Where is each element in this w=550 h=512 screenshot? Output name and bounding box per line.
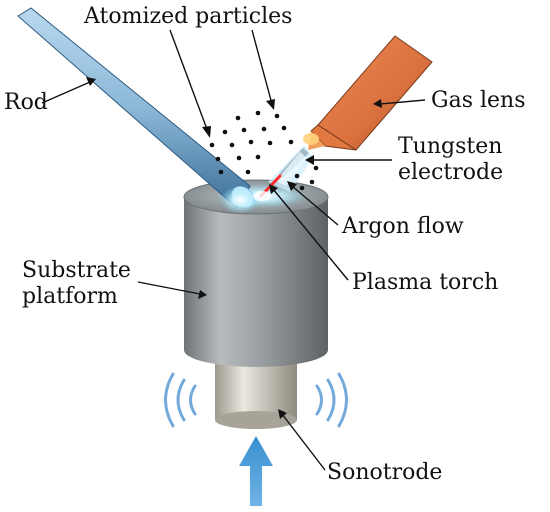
ultrasound-arrow-up	[239, 436, 273, 506]
vibration-waves-left	[164, 372, 197, 428]
gas-lens	[303, 35, 433, 151]
leader-sonotrode	[281, 413, 326, 471]
arrowhead-tungsten	[305, 155, 314, 165]
leader-atomized-right	[251, 29, 273, 105]
argon-flow	[268, 145, 313, 192]
leader-atomized-left	[169, 29, 209, 133]
atomized-particles	[209, 110, 319, 191]
leader-substrate	[137, 281, 201, 295]
arrowhead-gas-lens	[373, 99, 382, 108]
arrowhead-substrate	[198, 290, 207, 299]
arrowhead-atomized-left	[202, 126, 211, 138]
label-atomized-particles: Atomized particles	[84, 4, 293, 29]
arrowhead-plasma-torch	[269, 184, 278, 194]
label-argon-flow: Argon flow	[342, 214, 464, 239]
leader-plasma-torch	[272, 188, 349, 281]
label-rod: Rod	[4, 90, 48, 115]
leader-argon-flow	[291, 185, 339, 226]
label-sonotrode: Sonotrode	[327, 460, 443, 485]
arrowhead-atomized-right	[266, 99, 275, 110]
label-substrate-platform: Substrate platform	[22, 258, 131, 310]
vibration-waves-right	[315, 372, 348, 428]
rod	[17, 7, 260, 214]
arrowhead-sonotrode	[278, 409, 287, 419]
label-substrate-line1: Substrate	[22, 258, 131, 283]
label-substrate-line2: platform	[22, 284, 118, 309]
sonotrode	[215, 362, 297, 429]
leader-gas-lens	[379, 99, 426, 105]
label-tungsten-line1: Tungsten	[398, 134, 503, 159]
label-tungsten-electrode: Tungsten electrode	[398, 134, 503, 186]
label-plasma-torch: Plasma torch	[352, 270, 499, 295]
leader-rod	[41, 81, 91, 104]
arrowhead-rod	[86, 77, 96, 86]
arrowhead-argon-flow	[287, 181, 297, 191]
label-gas-lens: Gas lens	[431, 88, 526, 113]
label-tungsten-line2: electrode	[398, 160, 504, 185]
